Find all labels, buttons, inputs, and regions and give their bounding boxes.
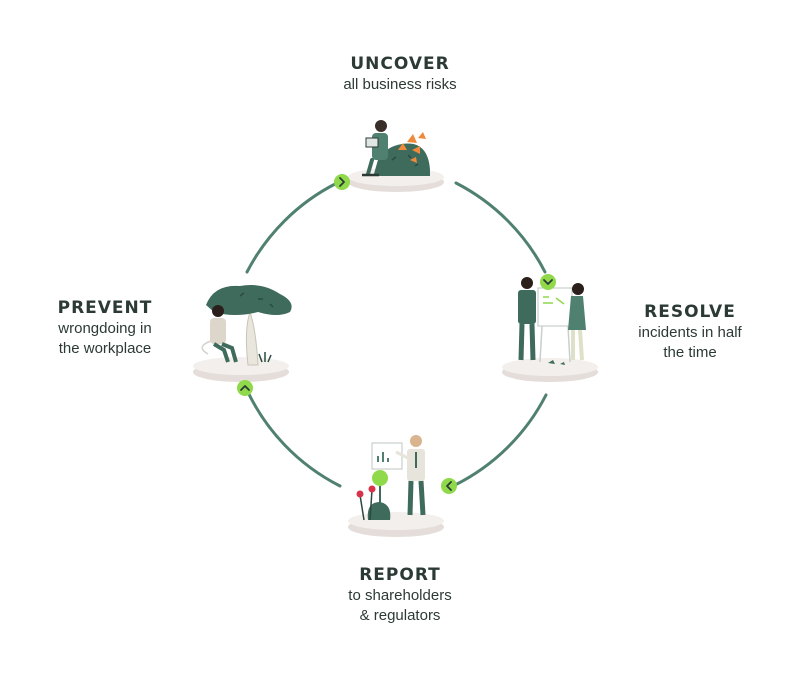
- resolve-woman-body: [568, 296, 586, 330]
- uncover-illustration: [348, 120, 444, 192]
- resolve-man-body: [518, 290, 536, 324]
- prevent-arrow-marker: [237, 380, 253, 396]
- resolve-ground-leaves: [548, 360, 565, 365]
- prevent-label: PREVENT wrongdoing in the workplace: [20, 297, 190, 359]
- prevent-tree-canopy: [206, 285, 292, 315]
- resolve-woman-legs: [571, 329, 584, 361]
- uncover-arrow-marker: [334, 174, 350, 190]
- cycle-ring: [244, 181, 548, 488]
- chevron-left-icon: [446, 481, 452, 491]
- chevron-down-icon: [543, 279, 553, 285]
- prevent-tree-trunk: [245, 310, 259, 366]
- uncover-description-line-1: all business risks: [343, 76, 457, 93]
- resolve-description-line-1: incidents in half: [638, 324, 742, 341]
- report-description-line-1: to shareholders: [348, 587, 452, 604]
- arc-uncover-to-resolve: [454, 181, 547, 274]
- report-board-bars: [377, 452, 389, 462]
- resolve-title: RESOLVE: [644, 302, 736, 322]
- resolve-label: RESOLVE incidents in half the time: [600, 301, 780, 363]
- uncover-bush-lines: [391, 154, 419, 167]
- report-man-arm: [395, 450, 409, 460]
- report-man-legs: [407, 480, 426, 516]
- resolve-whiteboard-legs: [539, 325, 571, 363]
- report-man-head: [410, 435, 422, 447]
- uncover-laptop: [365, 137, 379, 148]
- prevent-description-line-2: the workplace: [58, 340, 152, 357]
- arc-prevent-to-uncover: [245, 181, 339, 274]
- resolve-description-line-2: the time: [663, 344, 717, 361]
- report-board: [371, 442, 403, 470]
- resolve-whiteboard: [537, 287, 573, 327]
- prevent-illustration: [193, 285, 292, 382]
- resolve-arrow-marker: [540, 274, 556, 290]
- resolve-man-legs: [518, 323, 536, 361]
- report-arrow-marker: [441, 478, 457, 494]
- resolve-platform: [502, 358, 598, 376]
- arc-report-to-prevent: [244, 386, 342, 488]
- resolve-man-head: [521, 277, 533, 289]
- uncover-person-legs: [366, 158, 382, 176]
- arc-resolve-to-report: [453, 393, 548, 487]
- prevent-platform: [193, 357, 289, 375]
- report-illustration: [348, 435, 444, 537]
- prevent-tree-patches: [239, 292, 274, 308]
- report-rock: [367, 502, 391, 520]
- uncover-label: UNCOVER all business risks: [290, 53, 510, 95]
- prevent-description-line-1: wrongdoing in: [58, 320, 152, 337]
- uncover-person-head: [375, 120, 387, 132]
- prevent-person-head: [212, 305, 224, 317]
- resolve-illustration: [502, 277, 598, 382]
- prevent-grass: [258, 352, 272, 363]
- report-flowers: [356, 485, 376, 521]
- uncover-leaves: [398, 132, 426, 163]
- uncover-title: UNCOVER: [350, 54, 450, 74]
- report-tree-ball: [372, 470, 388, 486]
- chevron-up-icon: [240, 385, 250, 391]
- report-description-line-2: & regulators: [359, 607, 441, 624]
- chevron-right-icon: [339, 177, 345, 187]
- report-title: REPORT: [359, 565, 441, 585]
- prevent-title: PREVENT: [57, 298, 153, 318]
- resolve-whiteboard-marks: [543, 296, 565, 305]
- prevent-person-body: [210, 318, 226, 344]
- resolve-woman-head: [572, 283, 584, 295]
- report-label: REPORT to shareholders & regulators: [290, 564, 510, 626]
- prevent-person-legs: [212, 342, 238, 363]
